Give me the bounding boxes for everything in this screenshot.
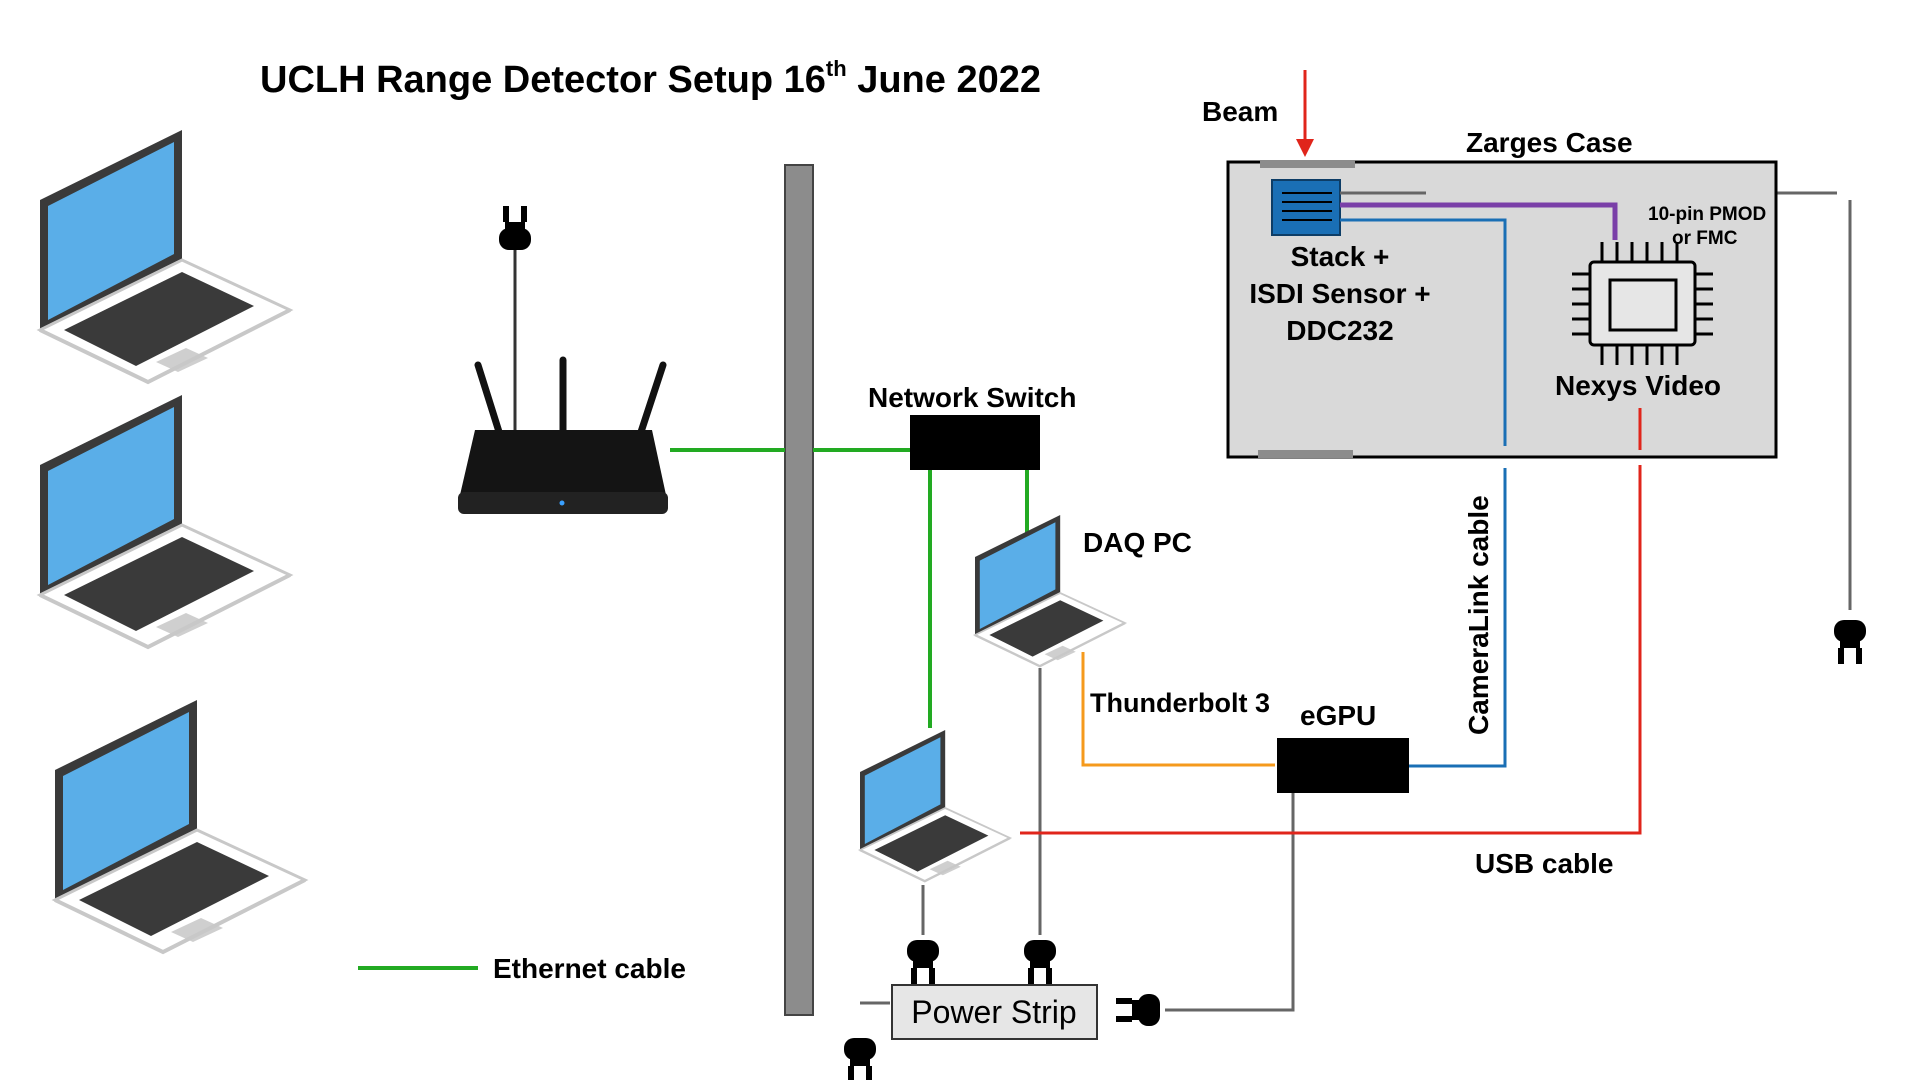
diagram-title: UCLH Range Detector Setup 16th June 2022 [260,56,1041,101]
egpu-label: eGPU [1300,700,1376,731]
stack-label-line2: ISDI Sensor + [1249,278,1430,309]
cameralink-cable [1409,468,1507,768]
stack-label-line1: Stack + [1291,241,1390,272]
laptop-icon [38,128,292,384]
laptop-lower-icon [858,728,1012,883]
router-icon [458,206,668,514]
nexys-video-label: Nexys Video [1555,370,1721,401]
egpu-box [1277,738,1409,793]
pmod-cable [1340,202,1618,240]
chip-icon [1572,242,1713,365]
stack-label-line3: DDC232 [1286,315,1393,346]
case-window-bottom [1258,450,1353,458]
network-switch-label: Network Switch [868,382,1076,413]
power-plug-icon [844,1038,876,1080]
power-plug-icon [1024,940,1056,984]
laptop-icon [53,698,307,954]
pmod-label-line2: or FMC [1672,228,1738,249]
ethernet-legend-label: Ethernet cable [493,953,686,984]
power-plug-icon [1116,994,1160,1026]
cameralink-label: CameraLink cable [1463,495,1494,735]
thunderbolt-cable [1081,652,1275,767]
network-switch-box [910,415,1040,470]
stack-sensor-icon [1271,179,1341,236]
wall-bar [784,164,814,1016]
usb-cable-label: USB cable [1475,848,1614,879]
thunderbolt-label: Thunderbolt 3 [1090,688,1270,718]
zarges-case-label: Zarges Case [1466,127,1633,158]
power-plug-icon [907,940,939,984]
power-strip-box [891,984,1098,1040]
cameralink-cable-inside [1340,218,1507,446]
laptop-icon [38,393,292,649]
beam-label: Beam [1202,96,1278,127]
usb-cable [1020,465,1642,835]
pmod-label-line1: 10-pin PMOD [1648,204,1766,225]
power-plug-icon [1834,620,1866,664]
daq-pc-label: DAQ PC [1083,527,1192,558]
power-strip-label: Power Strip [911,994,1076,1030]
ethernet-cables [358,448,1029,970]
case-window-top [1260,160,1355,168]
